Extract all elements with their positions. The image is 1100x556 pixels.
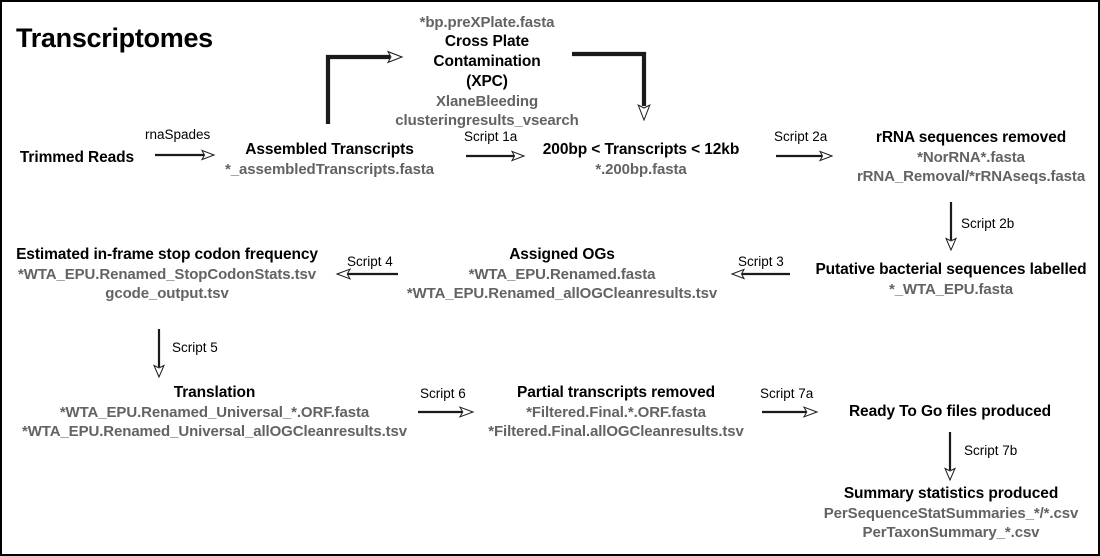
node-title-line3: (XPC) [466,72,508,90]
node-file-allog: *Filtered.Final.allOGCleanresults.tsv [488,423,744,441]
node-title: Translation [173,384,256,401]
node-file: *_WTA_EPU.fasta [888,280,1014,298]
node-title: Assembled Transcripts [245,141,414,158]
node-transcript-size-filter: 200bp < Transcripts < 12kb *.200bp.fasta [504,140,778,179]
node-file: *.200bp.fasta [595,160,687,178]
node-file-pertaxon: PerTaxonSummary_*.csv [862,524,1040,542]
node-file-persequence: PerSequenceStatSummaries_*/*.csv [823,504,1079,522]
node-file-renamed-fasta: *WTA_EPU.Renamed.fasta [468,265,656,283]
arrow-script4 [335,268,398,280]
edge-label-rnaspades: rnaSpades [145,127,211,142]
node-title-line1: Cross Plate [444,33,530,51]
node-file-prexplate: *bp.preXPlate.fasta [419,14,555,31]
edge-label-script1a: Script 1a [464,129,518,144]
node-file-stopcodonstats: *WTA_EPU.Renamed_StopCodonStats.tsv [18,265,316,283]
node-file-clustering: clusteringresults_vsearch [395,111,579,129]
edge-label-script7a: Script 7a [760,386,814,401]
node-file-rrnaremoval: rRNA_Removal/*rRNAseqs.fasta [856,168,1086,186]
node-title: Summary statistics produced [843,485,1059,502]
node-assembled-transcripts: Assembled Transcripts *_assembledTranscr… [177,140,482,179]
node-title: Ready To Go files produced [848,403,1052,420]
node-assigned-ogs: Assigned OGs *WTA_EPU.Renamed.fasta *WTA… [404,245,720,303]
arrow-script7b [943,432,957,482]
node-file: *_assembledTranscripts.fasta [225,160,434,178]
edge-label-script2a: Script 2a [774,129,828,144]
node-partial-transcripts-removed: Partial transcripts removed *Filtered.Fi… [470,383,762,441]
node-rrna-removed: rRNA sequences removed *NorRNA*.fasta rR… [840,128,1098,186]
arrow-xpc-in [325,50,404,124]
arrow-script7a [762,406,819,418]
node-title: Putative bacterial sequences labelled [815,261,1087,278]
edge-label-script2b: Script 2b [961,216,1015,231]
node-title: rRNA sequences removed [875,129,1067,146]
node-translation: Translation *WTA_EPU.Renamed_Universal_*… [2,383,427,441]
node-trimmed-reads: Trimmed Reads [2,148,152,168]
node-cross-plate-contamination: *bp.preXPlate.fasta Cross Plate Contamin… [337,13,637,130]
node-file-norrna: *NorRNA*.fasta [917,148,1025,166]
node-bacterial-labelled: Putative bacterial sequences labelled *_… [802,260,1098,299]
node-title: Trimmed Reads [19,149,135,166]
arrow-script2b [944,202,958,252]
edge-label-script7b: Script 7b [964,443,1018,458]
node-ready-to-go: Ready To Go files produced [830,402,1070,422]
node-stop-codon-frequency: Estimated in-frame stop codon frequency … [2,245,332,303]
node-file-renamed-tsv: *WTA_EPU.Renamed_allOGCleanresults.tsv [406,285,718,303]
arrow-rnaspades [155,149,216,161]
node-title: Assigned OGs [509,246,615,263]
node-file-xlanebleeding: XlaneBleeding [435,92,539,110]
arrow-script5 [152,329,166,379]
node-file-gcode: gcode_output.tsv [105,285,229,303]
edge-label-script5: Script 5 [172,340,218,355]
node-summary-statistics: Summary statistics produced PerSequenceS… [810,484,1092,542]
page-title: Transcriptomes [16,23,213,53]
node-file-allog: *WTA_EPU.Renamed_Universal_allOGCleanres… [21,423,408,441]
node-title-line2: Contamination [433,53,541,71]
arrow-script1a [466,150,526,162]
node-title: Estimated in-frame stop codon frequency [16,246,318,263]
edge-label-script3: Script 3 [738,254,784,269]
arrow-xpc-out [572,51,651,122]
node-file-orf: *Filtered.Final.*.ORF.fasta [526,403,706,421]
arrow-script3 [730,268,790,280]
edge-label-script6: Script 6 [420,386,466,401]
node-title: 200bp < Transcripts < 12kb [542,141,740,158]
arrow-script6 [418,406,475,418]
node-title: Partial transcripts removed [516,384,716,401]
node-file-orf: *WTA_EPU.Renamed_Universal_*.ORF.fasta [59,403,370,421]
edge-label-script4: Script 4 [347,254,393,269]
arrow-script2a [776,150,834,162]
